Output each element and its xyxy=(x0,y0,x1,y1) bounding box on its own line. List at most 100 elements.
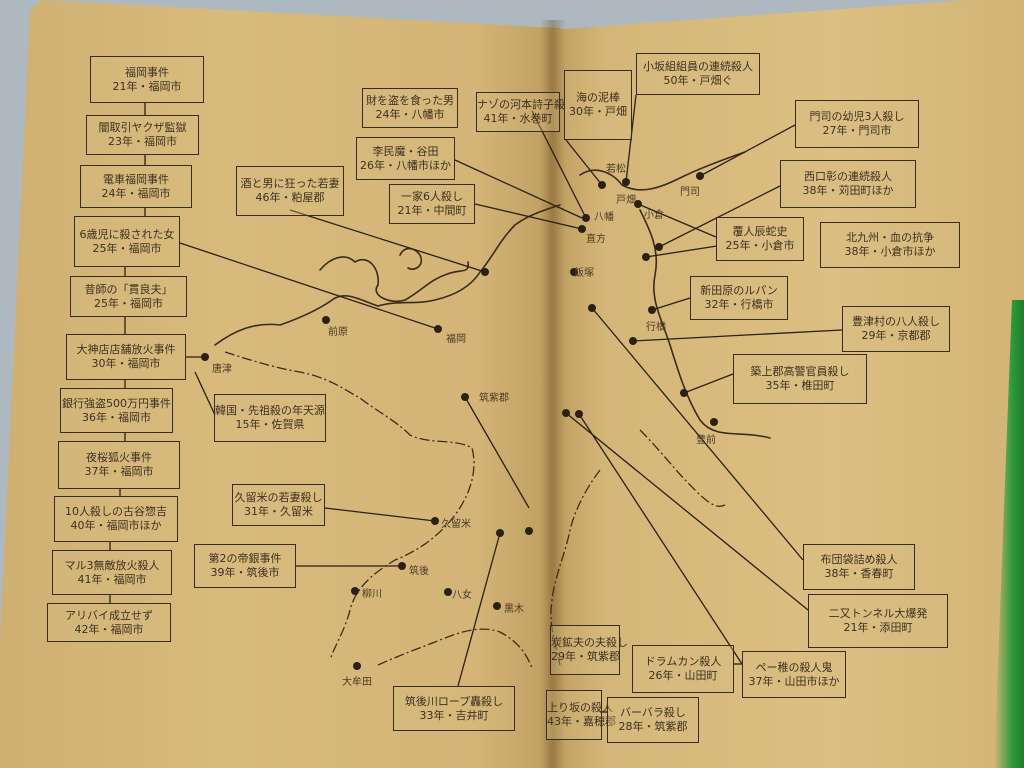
case-year-place: 38年・香春町 xyxy=(824,567,894,580)
place-label: 筑後 xyxy=(409,566,429,577)
case-year-place: 31年・久留米 xyxy=(244,505,313,518)
case-title: 韓国・先祖殺の年天源 xyxy=(215,404,325,417)
place-label: 小倉 xyxy=(644,210,664,221)
case-title: ナゾの河本詩子殺 xyxy=(477,98,565,111)
prefecture-border-west xyxy=(224,351,475,661)
case-year-place: 25年・福岡市 xyxy=(94,296,163,310)
case-year-place: 42年・福岡市 xyxy=(74,622,144,636)
case-year-place: 29年・京都郡 xyxy=(861,329,931,342)
case-year-place: 32年・行橋市 xyxy=(704,298,774,311)
case-year-place: 39年・筑後市 xyxy=(210,566,280,579)
case-year-place: 15年・佐賀県 xyxy=(235,418,305,431)
case-year-place: 23年・福岡市 xyxy=(108,135,177,148)
case-title: 酒と男に狂った若妻 xyxy=(240,177,340,190)
case-year-place: 36年・福岡市 xyxy=(82,410,151,424)
case-year-place: 33年・吉井町 xyxy=(419,708,489,722)
case-year-place: 26年・山田町 xyxy=(648,669,718,682)
case-year-place: 25年・福岡市 xyxy=(92,241,162,255)
case-title: 筑後川ロープ轟殺し xyxy=(404,694,504,708)
case-title: 財を盗を食った男 xyxy=(366,94,454,107)
place-label: 若松 xyxy=(606,164,626,175)
case-title: ペー稚の殺人鬼 xyxy=(755,660,833,674)
case-title: 炭鉱夫の夫殺し xyxy=(551,636,628,649)
left-page xyxy=(0,0,560,768)
coastline-island xyxy=(399,247,423,270)
case-title: 布団袋詰め殺人 xyxy=(820,553,898,566)
case-year-place: 35年・椎田町 xyxy=(765,379,835,392)
case-year-place: 25年・小倉市 xyxy=(725,239,795,252)
case-title: 昔師の「貫良夫」 xyxy=(84,282,173,296)
case-title: 久留米の若妻殺し xyxy=(234,491,323,504)
place-label: 久留米 xyxy=(441,519,471,530)
case-title: 李民魔・谷田 xyxy=(372,144,439,158)
case-year-place: 41年・福岡市 xyxy=(77,572,147,586)
case-title: バーバラ殺し xyxy=(620,706,686,719)
case-title: マル3無敵放火殺人 xyxy=(64,558,160,572)
case-year-place: 43年・嘉穂郡 xyxy=(547,715,616,728)
case-year-place: 37年・福岡市 xyxy=(84,465,154,478)
place-label: 戸畑 xyxy=(616,195,636,206)
book-gutter xyxy=(540,20,566,768)
place-label: 柳川 xyxy=(362,589,382,600)
case-year-place: 38年・小倉市ほか xyxy=(844,245,936,258)
case-year-place: 41年・水巻町 xyxy=(483,112,553,125)
coastline-north xyxy=(214,204,561,346)
case-title: 二又トンネル大爆発 xyxy=(828,607,928,620)
case-year-place: 29年・筑紫郡 xyxy=(551,650,620,663)
case-title: 築上郡高警官員殺し xyxy=(750,365,850,378)
case-title: 西口彰の連続殺人 xyxy=(804,170,892,183)
prefecture-border-south xyxy=(377,628,533,669)
case-title: 門司の幼児3人殺し xyxy=(809,110,905,123)
case-year-place: 40年・福岡市ほか xyxy=(70,519,162,532)
place-label: 福岡 xyxy=(446,334,466,345)
place-label: 行橋 xyxy=(646,322,666,333)
case-year-place: 21年・添田町 xyxy=(843,621,913,634)
coastline-right-east xyxy=(639,209,771,439)
place-label: 豊前 xyxy=(696,435,716,446)
case-year-place: 30年・福岡市 xyxy=(91,357,161,370)
case-year-place: 46年・粕屋郡 xyxy=(255,191,325,204)
case-year-place: 21年・福岡市 xyxy=(112,79,182,93)
case-title: 小坂組組員の連続殺人 xyxy=(643,60,753,73)
place-label: 飯塚 xyxy=(574,268,594,279)
case-title: 福岡事件 xyxy=(125,65,169,79)
case-box: 昔師の「貫良夫」25年・福岡市 xyxy=(70,276,187,317)
coastline-bay xyxy=(319,256,470,303)
case-title: 北九州・血の抗争 xyxy=(846,231,934,244)
place-label: 筑紫郡 xyxy=(479,393,509,404)
place-label: 門司 xyxy=(680,187,700,198)
case-title: 10人殺しの古谷惣吉 xyxy=(65,505,167,518)
coastline-right-north xyxy=(579,151,746,191)
case-year-place: 21年・中間町 xyxy=(397,204,467,217)
place-label: 八女 xyxy=(452,590,472,601)
case-title: 6歳児に殺された女 xyxy=(79,227,175,241)
place-label: 黒木 xyxy=(504,604,524,615)
right-page xyxy=(548,0,1024,768)
place-label: 直方 xyxy=(586,234,606,245)
case-title: 豊津村の八人殺し xyxy=(852,315,940,328)
case-title: 銀行強盗500万円事件 xyxy=(62,396,171,410)
